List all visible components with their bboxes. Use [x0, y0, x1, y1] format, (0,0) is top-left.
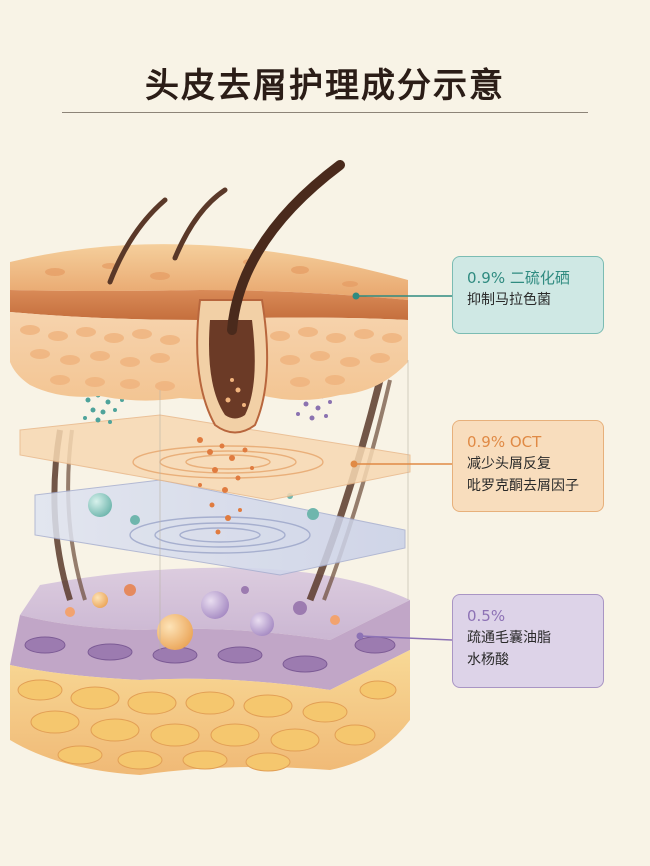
bottom-tissue-block [10, 379, 410, 775]
leader-dot-1 [352, 292, 360, 300]
callout-line: 吡罗克酮去屑因子 [467, 478, 579, 494]
callout-head: 0.9% OCT [467, 433, 542, 451]
frame-lines [159, 360, 409, 650]
title-divider [62, 112, 588, 113]
glass-layer [34, 479, 406, 576]
page-title: 头皮去屑护理成分示意 [145, 66, 505, 106]
callout-salicylic-acid: 0.5% 疏通毛囊油脂 水杨酸 [452, 594, 604, 688]
leader-line-3 [359, 635, 453, 641]
oct-layer [19, 414, 411, 535]
scalp-top-block [10, 160, 408, 434]
callout-line: 水杨酸 [467, 652, 509, 668]
callout-leaders [350, 292, 453, 641]
callout-line: 减少头屑反复 [467, 456, 551, 472]
callout-oct: 0.9% OCT 减少头屑反复 吡罗克酮去屑因子 [452, 420, 604, 512]
callout-head: 0.5% [467, 607, 506, 625]
callout-line: 抑制马拉色菌 [467, 292, 551, 308]
leader-dot-3 [356, 632, 364, 640]
leader-dot-2 [350, 460, 358, 468]
callout-line: 疏通毛囊油脂 [467, 630, 551, 646]
callout-selenium-disulfide: 0.9% 二硫化硒 抑制马拉色菌 [452, 256, 604, 334]
callout-head: 0.9% 二硫化硒 [467, 269, 570, 287]
teal-particle-cluster [83, 385, 332, 424]
